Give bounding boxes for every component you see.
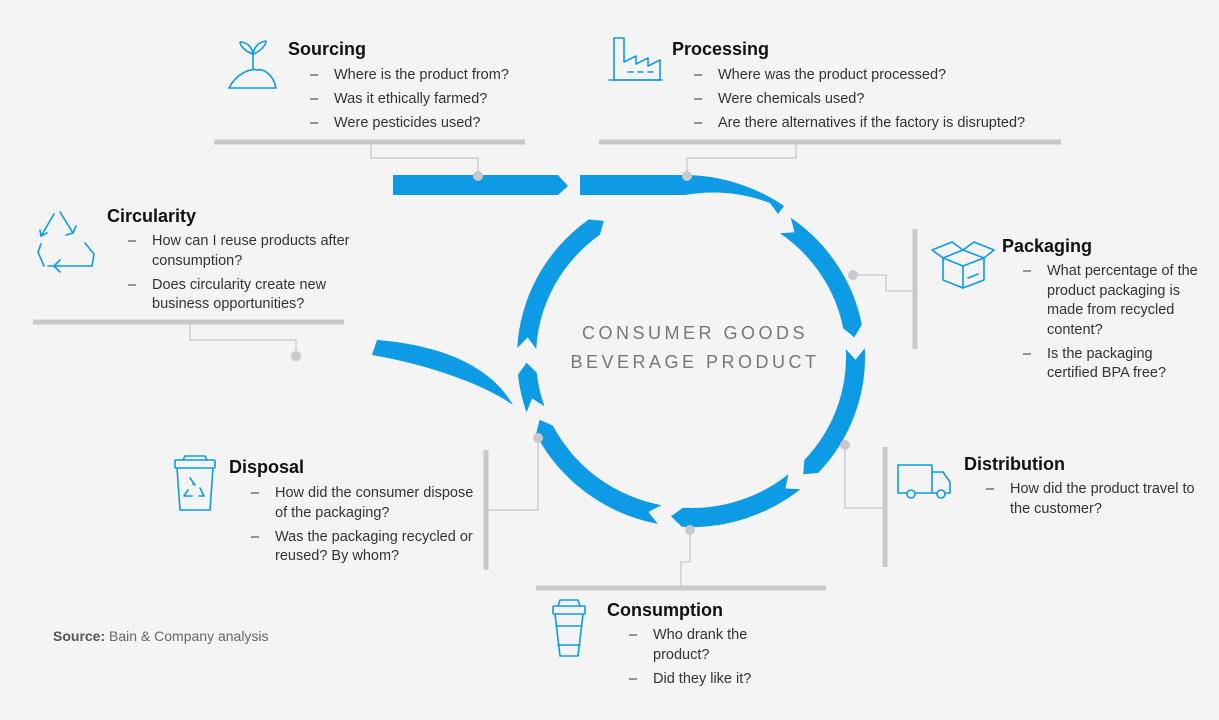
consumption-dot xyxy=(685,525,695,535)
packaging-dot xyxy=(848,270,858,280)
question-list: Who drank the product? Did they like it? xyxy=(629,626,779,694)
connector-lines xyxy=(33,139,1061,591)
processing-dot xyxy=(682,171,692,181)
question-item: Was it ethically farmed? xyxy=(310,90,550,110)
sourcing-dot xyxy=(473,171,483,181)
stage-title: Packaging xyxy=(1002,236,1093,256)
question-item: Does circularity create new business opp… xyxy=(128,276,353,315)
ring-segment-3 xyxy=(671,474,801,528)
ring-segment-4 xyxy=(536,419,662,524)
source-note: Source: Bain & Company analysis xyxy=(53,628,269,644)
packaging-leader xyxy=(853,274,915,292)
box-icon xyxy=(931,241,995,289)
stage-title: Processing xyxy=(672,39,770,59)
question-item: Are there alternatives if the factory is… xyxy=(694,114,1074,134)
question-list: Where was the product processed? Were ch… xyxy=(694,66,1074,138)
sourcing-leader xyxy=(370,142,479,176)
circularity-leader xyxy=(189,322,297,356)
cup-icon xyxy=(552,599,586,657)
lifecycle-ring xyxy=(372,175,866,528)
question-list: Where is the product from? Was it ethica… xyxy=(310,66,550,138)
question-item: Where was the product processed? xyxy=(694,66,1074,86)
question-item: How did the product travel to the custom… xyxy=(986,480,1196,519)
connection-dots xyxy=(291,171,858,535)
stage-title: Sourcing xyxy=(288,39,367,59)
distribution-dot xyxy=(840,440,850,450)
sourcing-arrow xyxy=(393,175,568,195)
question-item: Is the packaging certified BPA free? xyxy=(1023,345,1203,384)
ring-segment-1 xyxy=(779,217,862,338)
question-item: How did the consumer dispose of the pack… xyxy=(251,484,481,523)
question-list: How can I reuse products after consumpti… xyxy=(128,232,353,319)
question-item: What percentage of the product packaging… xyxy=(1023,262,1203,340)
circularity-arrow xyxy=(372,340,513,405)
sprout-icon xyxy=(228,40,277,89)
recycle-bin-icon xyxy=(174,455,216,511)
question-list: How did the consumer dispose of the pack… xyxy=(251,484,481,571)
processing-leader xyxy=(686,142,797,176)
center-title-line2: BEVERAGE PRODUCT xyxy=(570,352,820,372)
truck-icon xyxy=(897,464,951,499)
processing-arrow xyxy=(580,175,784,214)
question-item: Where is the product from? xyxy=(310,66,550,86)
source-label: Source: xyxy=(53,628,106,644)
ring-segment-2 xyxy=(803,348,866,475)
question-item: Were chemicals used? xyxy=(694,90,1074,110)
stage-title: Consumption xyxy=(607,600,723,620)
consumption-leader xyxy=(680,530,691,588)
question-item: Who drank the product? xyxy=(629,626,779,665)
distribution-leader xyxy=(844,445,885,509)
ring-segment-6 xyxy=(517,219,604,350)
stage-title: Circularity xyxy=(107,206,197,226)
stage-title: Disposal xyxy=(229,457,305,477)
center-title-line1: CONSUMER GOODS xyxy=(581,323,808,343)
disposal-leader xyxy=(486,438,539,511)
question-item: Were pesticides used? xyxy=(310,114,550,134)
stage-title: Distribution xyxy=(964,454,1065,474)
recycle-icon xyxy=(37,211,95,273)
question-list: What percentage of the product packaging… xyxy=(1023,262,1203,388)
ring-segment-5 xyxy=(518,362,545,413)
disposal-dot xyxy=(533,433,543,443)
question-item: How can I reuse products after consumpti… xyxy=(128,232,353,271)
question-item: Was the packaging recycled or reused? By… xyxy=(251,528,481,567)
question-list: How did the product travel to the custom… xyxy=(986,480,1196,524)
source-text: Bain & Company analysis xyxy=(109,628,269,644)
circularity-dot xyxy=(291,351,301,361)
question-item: Did they like it? xyxy=(629,670,779,690)
factory-icon xyxy=(608,37,663,81)
